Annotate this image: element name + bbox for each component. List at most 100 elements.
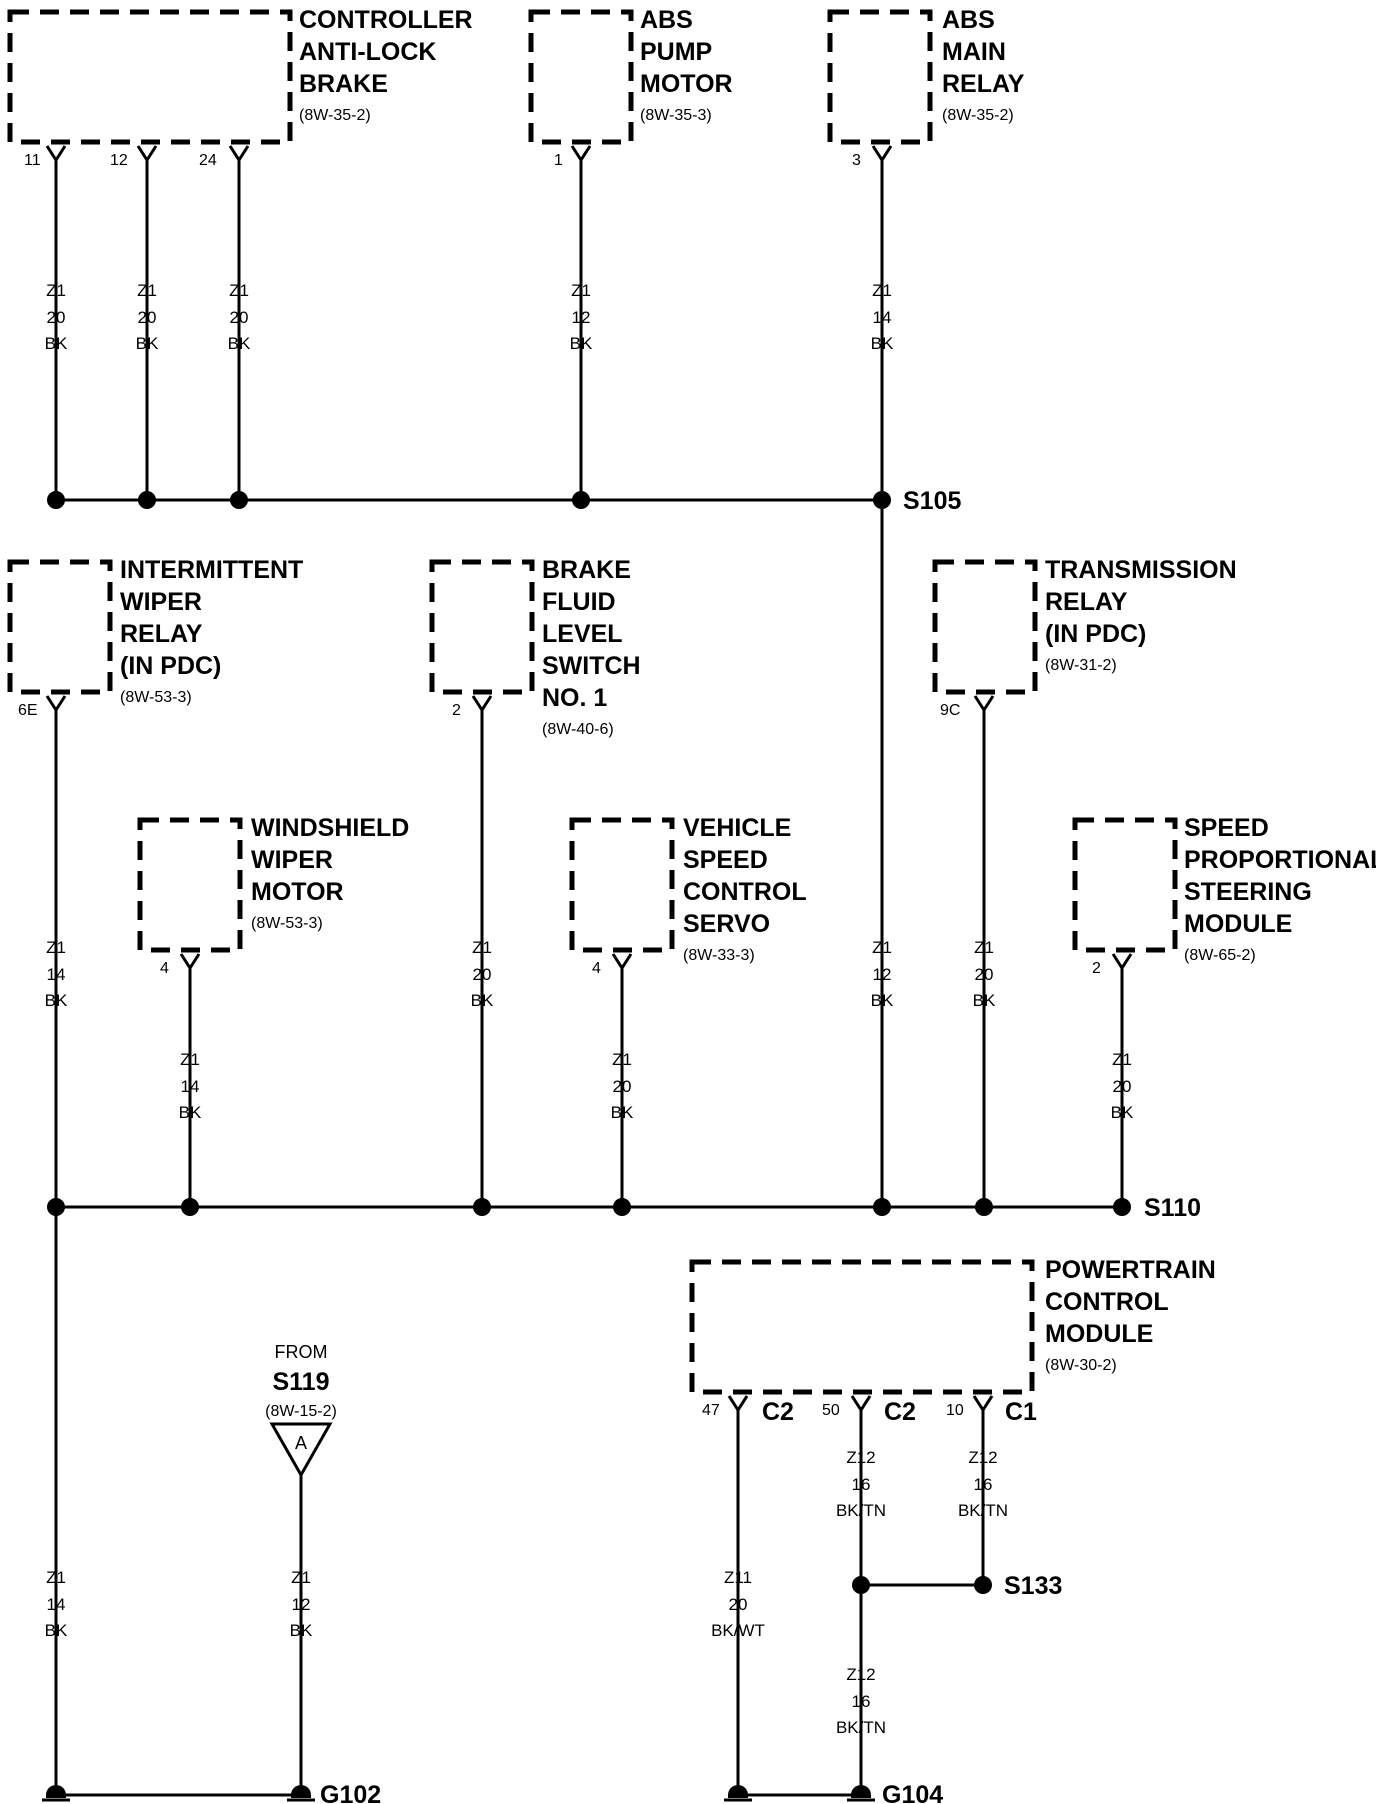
wire-label-s119-g102: Z1 12 BK	[290, 1568, 313, 1640]
brake-fluid-level-switch-ref: (8W-40-6)	[542, 721, 614, 738]
svg-text:Z1: Z1	[472, 938, 492, 957]
transmission-relay-box	[932, 559, 1038, 695]
splice-dot-pump	[572, 491, 590, 509]
vehicle-speed-control-servo-name-3: CONTROL	[683, 878, 807, 906]
vehicle-speed-control-servo-ref: (8W-33-3)	[683, 947, 755, 964]
abs-main-relay-box	[827, 9, 933, 145]
svg-text:20: 20	[613, 1077, 632, 1096]
wire-label-relay: Z1 14 BK	[871, 281, 894, 353]
pin-wwm-4: 4	[160, 960, 169, 977]
svg-text:BK/TN: BK/TN	[958, 1501, 1008, 1520]
intermittent-wiper-relay-name-4: (IN PDC)	[120, 652, 221, 680]
pin-pcm-50: 50	[822, 1402, 840, 1419]
splice-dot-abs-12	[138, 491, 156, 509]
wire-label-pump: Z1 12 BK	[570, 281, 593, 353]
powertrain-control-module-name-3: MODULE	[1045, 1320, 1153, 1348]
abs-main-relay-name-3: RELAY	[942, 70, 1025, 98]
pin-abs-11: 11	[24, 152, 41, 169]
brake-fluid-level-switch-name-2: FLUID	[542, 588, 616, 616]
svg-text:12: 12	[873, 965, 892, 984]
intermittent-wiper-relay-name-2: WIPER	[120, 588, 202, 616]
brake-fluid-level-switch-name-3: LEVEL	[542, 620, 623, 648]
svg-text:BK: BK	[228, 334, 251, 353]
abs-controller-name-2: ANTI-LOCK	[299, 38, 436, 66]
abs-controller-name-3: BRAKE	[299, 70, 388, 98]
from-splice-label: S119	[272, 1368, 329, 1396]
brake-fluid-level-switch-name-5: NO. 1	[542, 684, 607, 712]
svg-text:Z1: Z1	[180, 1050, 200, 1069]
svg-text:BK: BK	[611, 1103, 634, 1122]
svg-text:BK: BK	[570, 334, 593, 353]
pin-tr-9c: 9C	[940, 702, 960, 719]
from-label: FROM	[275, 1342, 328, 1362]
connector-sps-2	[1111, 953, 1133, 971]
intermittent-wiper-relay-name-1: INTERMITTENT	[120, 556, 303, 584]
pin-pump-1: 1	[554, 152, 563, 169]
wire-label-tr: Z1 20 BK	[973, 938, 996, 1010]
svg-text:Z1: Z1	[46, 1568, 66, 1587]
brake-fluid-level-switch-box	[429, 559, 535, 695]
svg-text:Z1: Z1	[872, 281, 892, 300]
wire-label-bfl: Z1 20 BK	[471, 938, 494, 1010]
splice-s133-label: S133	[1004, 1572, 1062, 1600]
wire-label-abs-12: Z1 20 BK	[136, 281, 159, 353]
svg-text:BK/TN: BK/TN	[836, 1501, 886, 1520]
abs-pump-motor-box	[528, 9, 634, 145]
speed-proportional-steering-module-name-1: SPEED	[1184, 814, 1269, 842]
svg-text:Z1: Z1	[137, 281, 157, 300]
vehicle-speed-control-servo-name-4: SERVO	[683, 910, 770, 938]
svg-text:12: 12	[292, 1595, 311, 1614]
connector-pcm-10-id: C1	[1005, 1398, 1037, 1426]
svg-text:BK: BK	[45, 1621, 68, 1640]
transmission-relay-name-3: (IN PDC)	[1045, 620, 1146, 648]
svg-text:BK: BK	[871, 991, 894, 1010]
svg-text:14: 14	[181, 1077, 200, 1096]
svg-text:BK: BK	[179, 1103, 202, 1122]
splice-dot-pcm-50	[852, 1576, 870, 1594]
wire-label-s110-g102: Z1 14 BK	[45, 1568, 68, 1640]
wire-label-pcm-50: Z12 16 BK/TN	[836, 1448, 886, 1520]
connector-vsc-4	[611, 953, 633, 971]
svg-text:BK: BK	[471, 991, 494, 1010]
transmission-relay-ref: (8W-31-2)	[1045, 657, 1117, 674]
windshield-wiper-motor-name-1: WINDSHIELD	[251, 814, 409, 842]
vehicle-speed-control-servo-name-1: VEHICLE	[683, 814, 791, 842]
svg-text:14: 14	[47, 1595, 66, 1614]
svg-text:BK/TN: BK/TN	[836, 1718, 886, 1737]
wire-label-wwm: Z1 14 BK	[179, 1050, 202, 1122]
svg-text:20: 20	[47, 308, 66, 327]
abs-controller-name-1: CONTROLLER	[299, 6, 473, 34]
abs-pump-motor-name-1: ABS	[640, 6, 693, 34]
svg-text:20: 20	[1113, 1077, 1132, 1096]
splice-dot-s105-s110	[873, 1198, 891, 1216]
abs-main-relay-name-1: ABS	[942, 6, 995, 34]
splice-s105-label: S105	[903, 487, 961, 515]
speed-proportional-steering-module-name-4: MODULE	[1184, 910, 1292, 938]
splice-dot-abs-24	[230, 491, 248, 509]
speed-proportional-steering-module-box	[1072, 817, 1178, 953]
wire-label-vsc: Z1 20 BK	[611, 1050, 634, 1122]
pin-abs-24: 24	[199, 152, 217, 169]
svg-text:16: 16	[852, 1475, 871, 1494]
svg-text:Z1: Z1	[872, 938, 892, 957]
transmission-relay-name-2: RELAY	[1045, 588, 1128, 616]
ground-symbol-g104	[851, 1785, 871, 1798]
connector-pcm-10	[972, 1395, 994, 1413]
abs-pump-motor-name-2: PUMP	[640, 38, 712, 66]
connector-pcm-50	[850, 1395, 872, 1413]
wire-label-abs-11: Z1 20 BK	[45, 281, 68, 353]
vehicle-speed-control-servo-name-2: SPEED	[683, 846, 768, 874]
splice-s110-label: S110	[1144, 1194, 1201, 1222]
svg-text:14: 14	[47, 965, 66, 984]
splice-dot-abs-11	[47, 491, 65, 509]
windshield-wiper-motor-box	[137, 817, 243, 953]
wire-label-iwr: Z1 14 BK	[45, 938, 68, 1010]
ground-symbol-g102	[291, 1785, 311, 1798]
splice-dot-wwm	[181, 1198, 199, 1216]
splice-dot-vsc	[613, 1198, 631, 1216]
svg-text:14: 14	[873, 308, 892, 327]
speed-proportional-steering-module-name-2: PROPORTIONAL	[1184, 846, 1376, 874]
abs-pump-motor-name-3: MOTOR	[640, 70, 733, 98]
ground-g102-label: G102	[320, 1781, 381, 1804]
